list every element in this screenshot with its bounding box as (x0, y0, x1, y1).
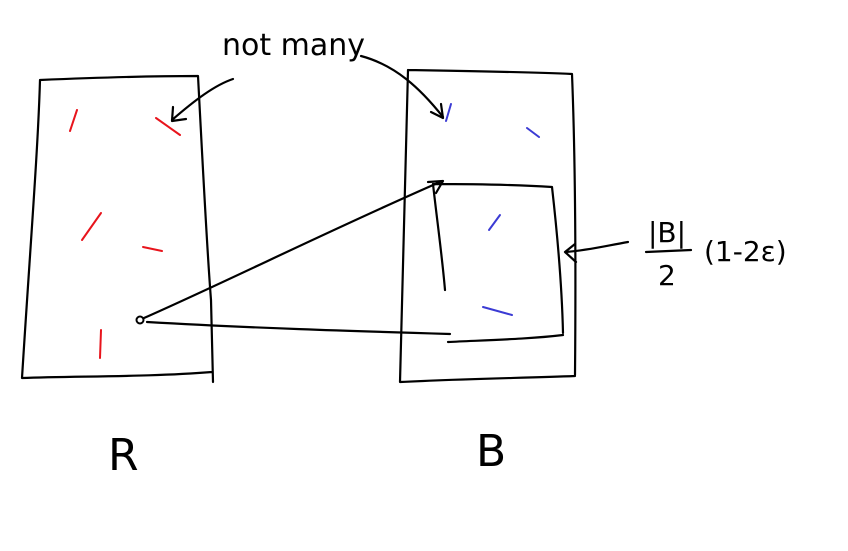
note-arrow-left-head (170, 105, 188, 123)
red-mark (99, 329, 102, 359)
subset-box (431, 182, 565, 344)
blue-mark (482, 306, 513, 316)
edge-line-lower (145, 320, 452, 336)
blue-mark (445, 103, 452, 122)
note-arrow-right-head (429, 102, 445, 120)
set-b-box (398, 68, 577, 384)
blue-marks (445, 103, 540, 316)
set-r-box (20, 74, 215, 384)
size-factor-label: (1-2ε) (704, 235, 787, 268)
set-b-label: B (476, 426, 506, 477)
note-arrow-left (170, 77, 235, 122)
red-marks (69, 109, 181, 359)
red-mark (155, 117, 181, 136)
blue-mark (526, 127, 540, 138)
fraction-bar (644, 248, 693, 254)
size-numerator-label: |B| (648, 216, 686, 249)
size-arrow (564, 240, 630, 254)
size-arrow-head (563, 242, 578, 264)
note-arrow-right (359, 54, 445, 119)
vertex-dot (135, 315, 145, 325)
red-mark (69, 109, 78, 132)
top-note-label: not many (222, 28, 365, 63)
size-denominator-label: 2 (658, 259, 676, 292)
red-mark (142, 246, 163, 252)
blue-mark (488, 214, 501, 231)
set-r-label: R (108, 430, 139, 481)
red-mark (81, 212, 102, 241)
edge-line-upper (142, 180, 442, 320)
edge-line-upper-arrowhead (426, 179, 445, 195)
